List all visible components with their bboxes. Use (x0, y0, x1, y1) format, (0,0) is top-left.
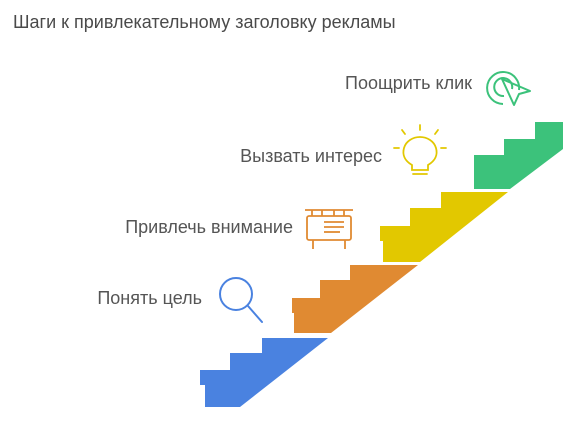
stair-segment-3 (380, 192, 508, 262)
billboard-icon (305, 209, 353, 249)
step-label-spark-interest: Вызвать интерес (240, 146, 382, 166)
stair-segment-2 (292, 265, 418, 333)
diagram-title: Шаги к привлекательному заголовку реклам… (13, 12, 396, 32)
step-label-encourage-click: Поощрить клик (345, 73, 472, 93)
magnifier-icon (219, 277, 263, 323)
stair-segment-4 (474, 122, 563, 189)
step-label-understand-goal: Понять цель (97, 288, 202, 308)
lightbulb-icon (393, 124, 447, 175)
step-label-attract-attention: Привлечь внимание (125, 217, 293, 237)
cursor-click-icon (486, 71, 531, 106)
stair-segment-1 (200, 338, 328, 407)
